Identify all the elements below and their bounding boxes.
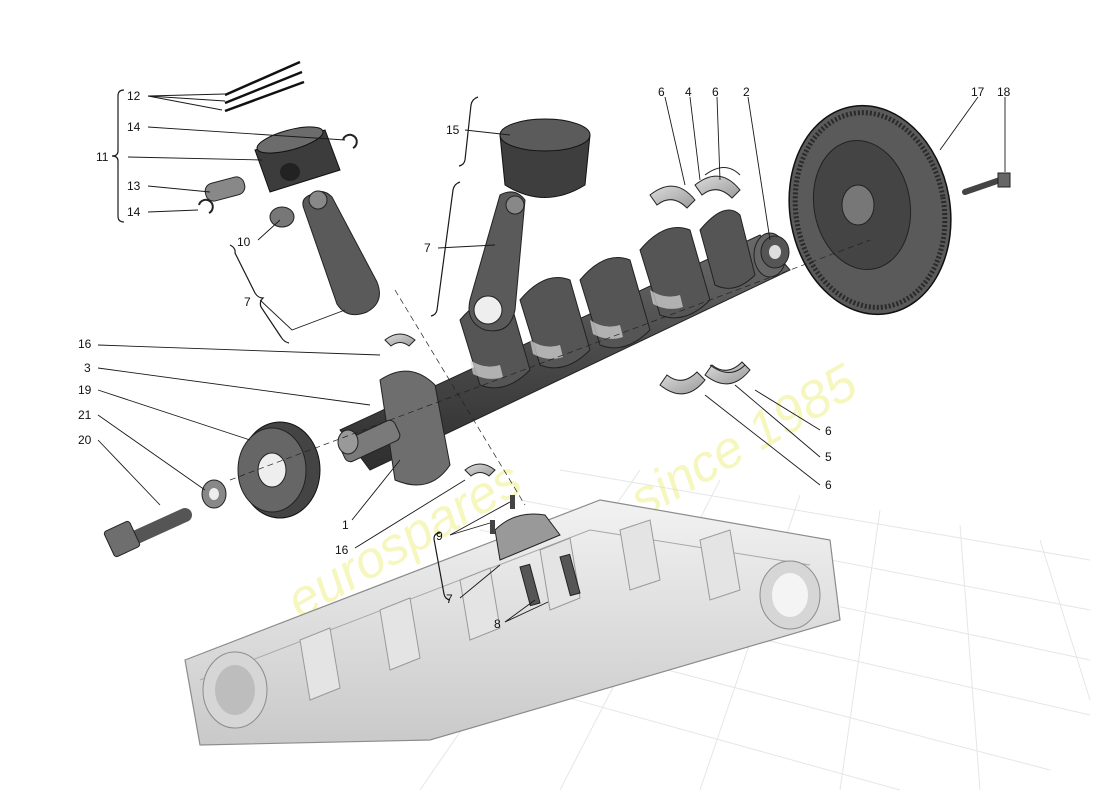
flywheel [788,104,952,316]
callout-15: 15 [446,123,460,137]
callout-5: 5 [825,450,832,464]
pulley-bolt [123,508,192,547]
pulley-bolt-head [103,520,141,558]
callout-4: 4 [685,85,692,99]
callout-1: 1 [342,518,349,532]
callout-8: 8 [494,617,501,631]
axis-line [229,239,871,481]
callout-16-upper: 16 [78,337,92,351]
piston-assembled [499,118,591,198]
callout-6-top-right: 6 [712,85,719,99]
callout-14-lower: 14 [127,205,141,219]
callout-7-conrod-left: 7 [244,295,251,309]
callout-2: 2 [743,85,750,99]
bearing-shells [384,167,751,477]
crankcase-housing [184,499,841,746]
callout-7-cap: 7 [446,592,453,606]
piston-kit [254,126,341,193]
callout-6-lower-2: 6 [825,478,832,492]
piston-rings [224,60,305,113]
callout-labels: 12 14 11 13 14 10 7 15 7 6 4 6 2 17 18 6… [78,85,1011,631]
circlip-lower [198,198,214,214]
callout-14-upper: 14 [127,120,141,134]
braces [111,89,479,601]
callout-7-conrod-right: 7 [424,241,431,255]
flywheel-bolt-head [997,172,1011,188]
circlip-upper [342,133,358,149]
callout-21: 21 [78,408,92,422]
damper-pulley [237,421,321,519]
callout-11: 11 [96,150,109,164]
callout-10: 10 [237,235,251,249]
axis-line-vertical [394,289,526,506]
washer-hole [209,488,219,500]
bush [269,206,295,228]
callout-12: 12 [127,89,141,103]
callout-16-lower: 16 [335,543,349,557]
callout-13: 13 [127,179,141,193]
callout-6-top-left: 6 [658,85,665,99]
main-bearing-cap [490,495,581,607]
flywheel-bolt [962,177,1003,195]
callout-19: 19 [78,383,92,397]
piston-pin [204,176,246,202]
callout-3: 3 [84,361,91,375]
connecting-rods [302,190,526,332]
leader-lines [97,93,1006,623]
oil-seal [760,235,790,269]
callout-18: 18 [997,85,1011,99]
callout-9: 9 [436,529,443,543]
callout-6-lower-1: 6 [825,424,832,438]
callout-17: 17 [971,85,985,99]
callout-20: 20 [78,433,92,447]
